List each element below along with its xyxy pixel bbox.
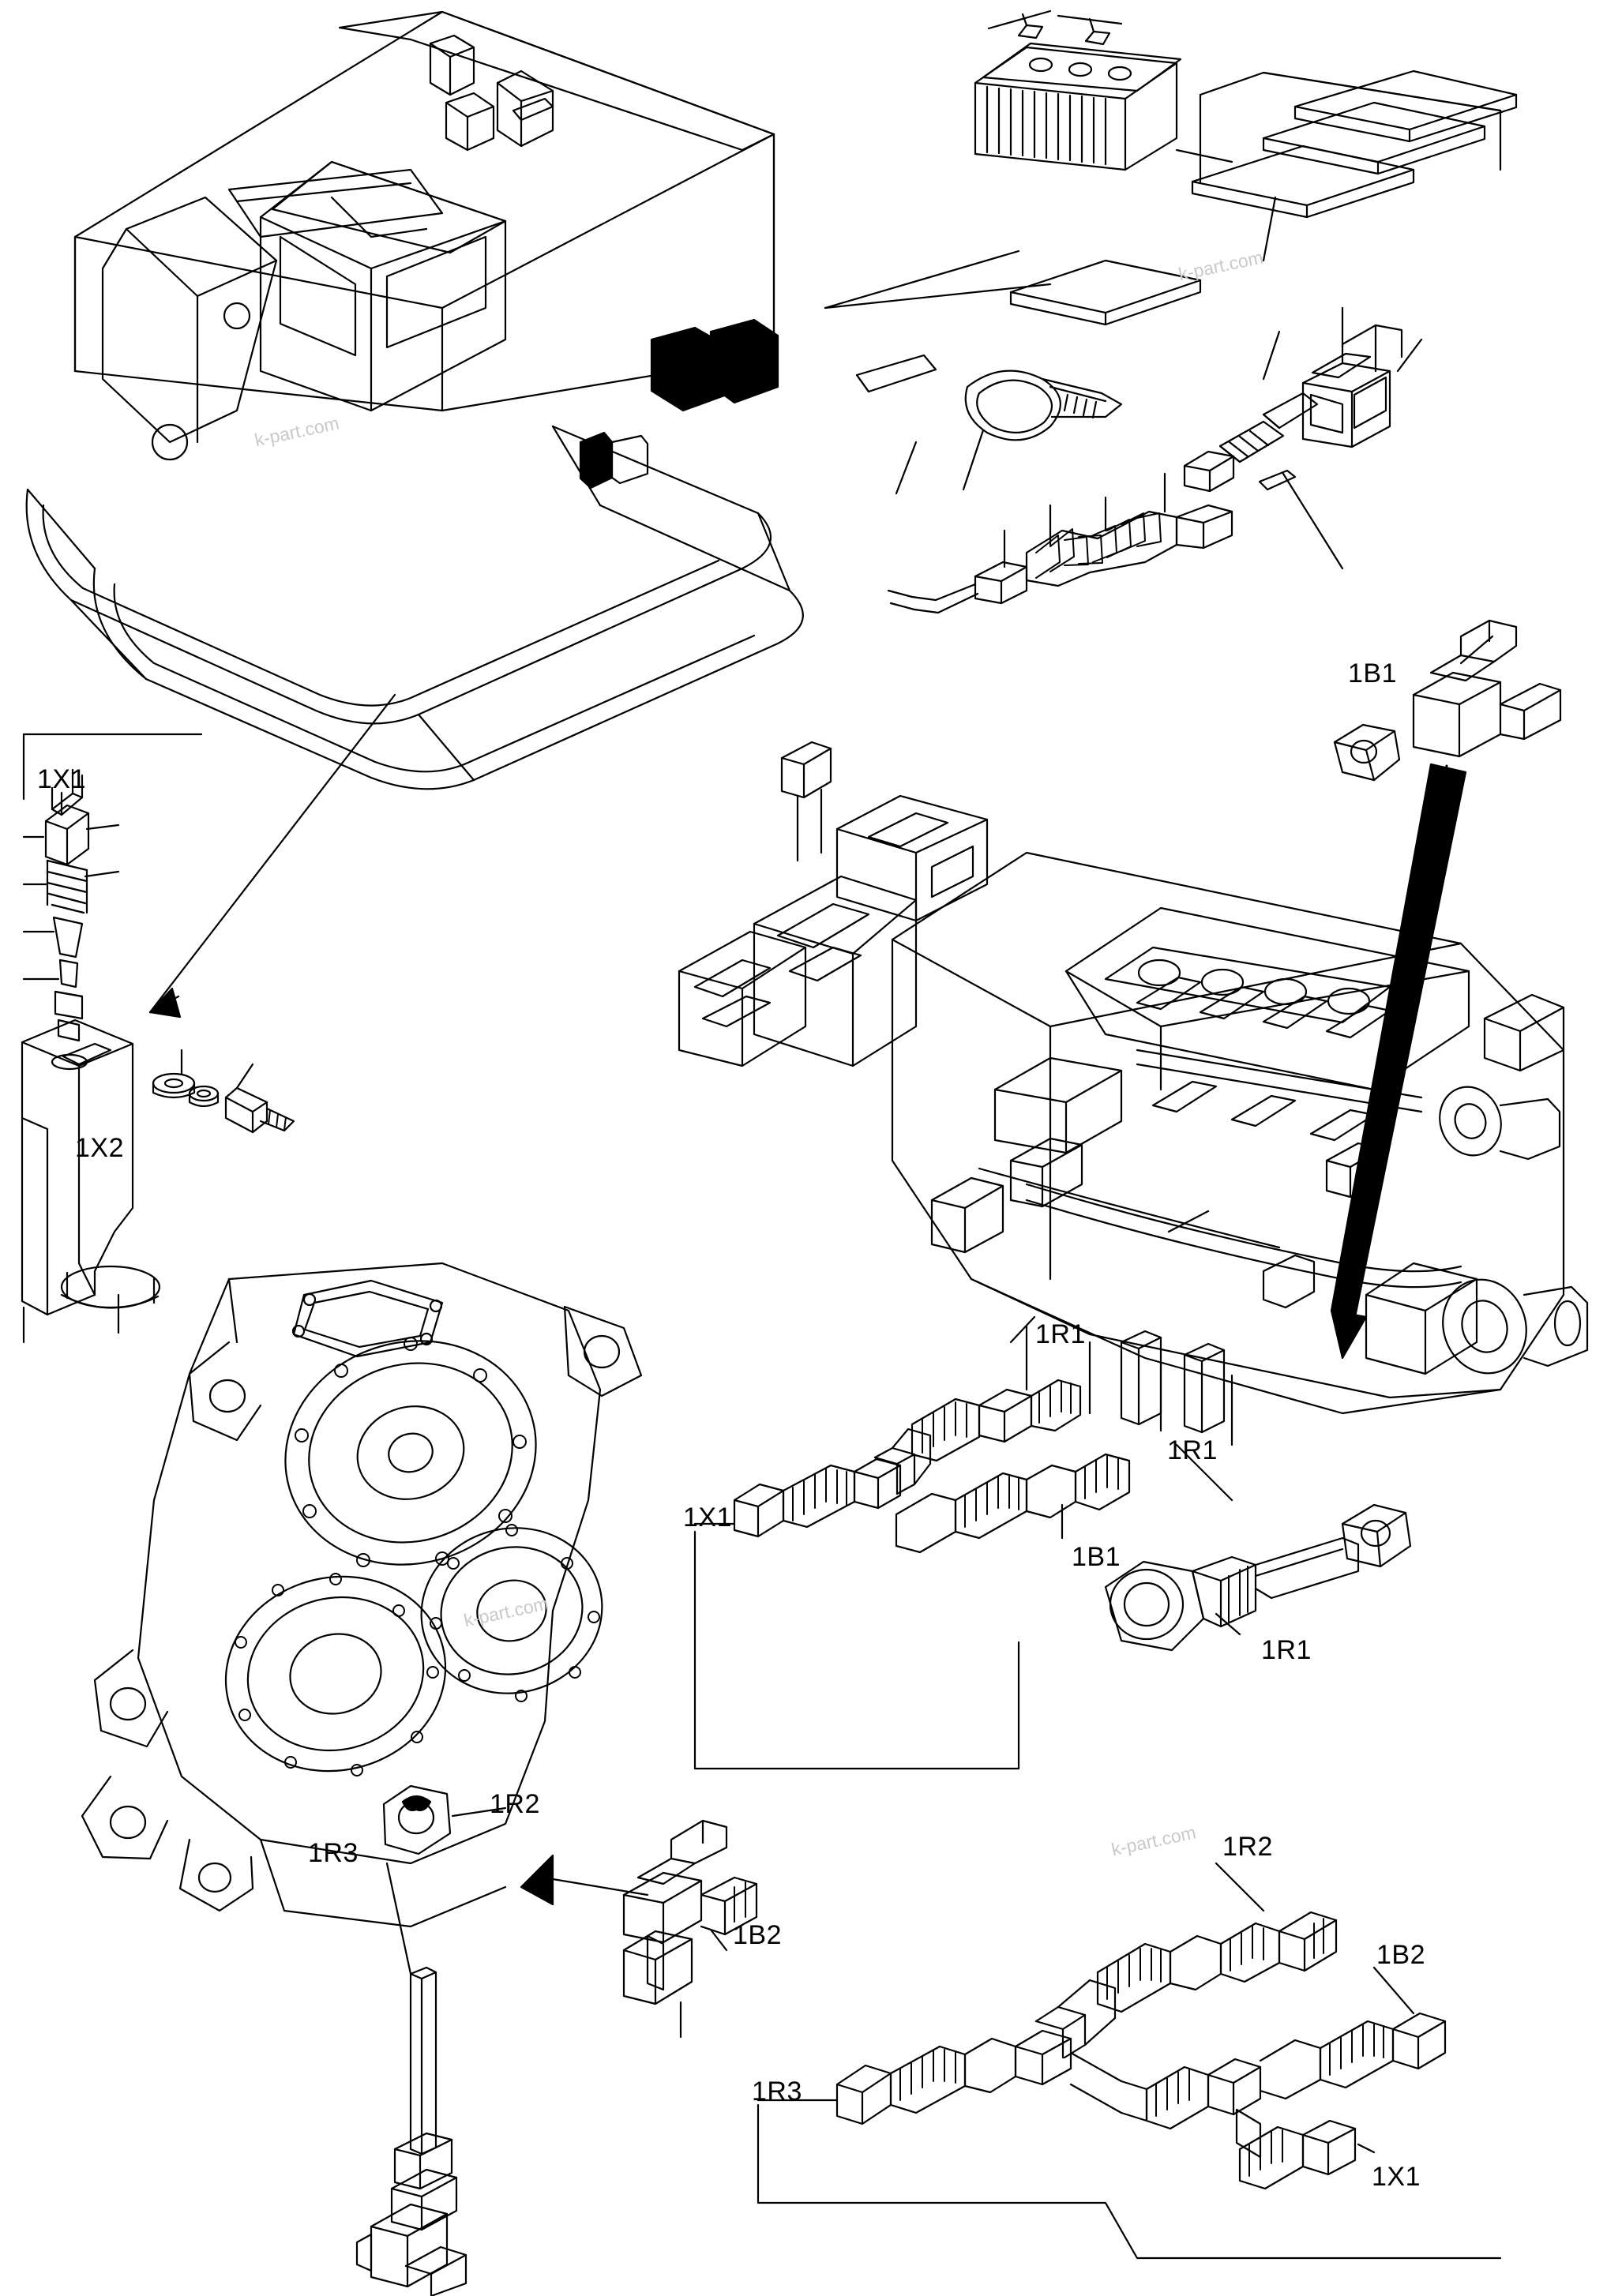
callout-1x2: 1X2 [75, 1133, 124, 1163]
callout-1b2-elbow: 1B2 [733, 1920, 782, 1950]
callout-1x1-lower: 1X1 [1372, 2162, 1421, 2192]
callout-1b1-engine: 1B1 [1348, 658, 1397, 688]
callout-1x1-top-left: 1X1 [37, 764, 86, 794]
callout-1x1-hose: 1X1 [683, 1503, 732, 1533]
battery-and-mats-group [824, 9, 1518, 570]
callout-1r3-lower: 1R3 [752, 2077, 802, 2107]
callout-1r2-gearbox: 1R2 [490, 1789, 540, 1819]
engine-assembly-group [678, 741, 1589, 1446]
machine-overview-group [25, 10, 804, 790]
bracket-1x2-group [21, 1019, 295, 1344]
sensor-1b2-group [622, 1819, 758, 2039]
callout-1r1-engine: 1R1 [1167, 1435, 1218, 1465]
callout-1r2-lower: 1R2 [1222, 1832, 1273, 1862]
sensor-1r3-group [355, 1966, 467, 2296]
sensor-1b1-group [1330, 619, 1562, 1360]
callout-1b1-hose: 1B1 [1072, 1542, 1121, 1572]
callout-1r3-gearbox: 1R3 [308, 1838, 359, 1868]
hose-group-lower [757, 1862, 1502, 2260]
pump-gearbox-group [81, 1262, 649, 1975]
hose-group-upper [693, 1315, 1412, 1770]
harness-connectors-group [887, 306, 1423, 614]
callout-1r1-upper: 1R1 [1035, 1319, 1086, 1349]
callout-1b2-lower: 1B2 [1376, 1940, 1425, 1970]
callout-1r1-sensor: 1R1 [1261, 1635, 1312, 1665]
sensor-1x1-group [22, 693, 396, 1042]
